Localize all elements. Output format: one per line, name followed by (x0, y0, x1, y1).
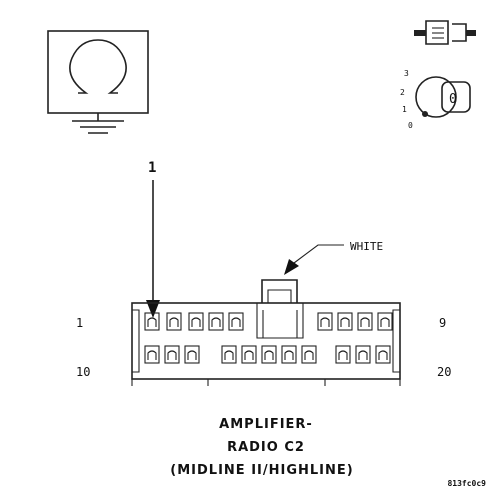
cavity (301, 345, 317, 364)
cavity (166, 312, 182, 331)
ignition-position-2: 2 (400, 88, 405, 97)
cavity (208, 312, 224, 331)
cavity (355, 345, 371, 364)
cavity-row-top (144, 312, 393, 331)
wire-color-label: WHITE (350, 240, 383, 253)
cavity (144, 345, 160, 364)
cavity-row-bottom (144, 345, 391, 364)
cavity (144, 312, 160, 331)
callout-arrow (146, 180, 160, 318)
svg-text:0: 0 (449, 92, 457, 107)
cavity (241, 345, 257, 364)
cavity (357, 312, 373, 331)
pin-label-10: 10 (76, 365, 90, 379)
caption-line-2: RADIO C2 (227, 440, 305, 455)
ignition-key-icon: 0 3 2 1 0 (400, 69, 471, 130)
cavity (261, 345, 277, 364)
caption-line-3: (MIDLINE II/HIGHLINE) (170, 463, 353, 478)
cavity (164, 345, 180, 364)
pin-label-9: 9 (439, 316, 446, 330)
cavity (335, 345, 351, 364)
white-leader-arrow (284, 244, 344, 275)
cavity (188, 312, 204, 331)
cavity (375, 345, 391, 364)
ignition-position-0: 0 (408, 121, 413, 130)
caption-line-1: AMPLIFIER- (219, 417, 313, 432)
cavity (221, 345, 237, 364)
ohmmeter-ground-icon (47, 30, 149, 134)
pin-label-1: 1 (76, 316, 83, 330)
cavity (184, 345, 200, 364)
connector-body (131, 279, 401, 386)
cavity (228, 312, 244, 331)
callout-number: 1 (148, 160, 156, 176)
cavity (281, 345, 297, 364)
ignition-position-1: 1 (402, 105, 407, 114)
reference-code: 813fc0c9 (447, 479, 486, 488)
cavity (317, 312, 333, 331)
pin-label-20: 20 (437, 365, 451, 379)
cavity (337, 312, 353, 331)
connector-disconnect-icon (414, 20, 476, 45)
cavity (377, 312, 393, 331)
ignition-position-3: 3 (404, 69, 409, 78)
